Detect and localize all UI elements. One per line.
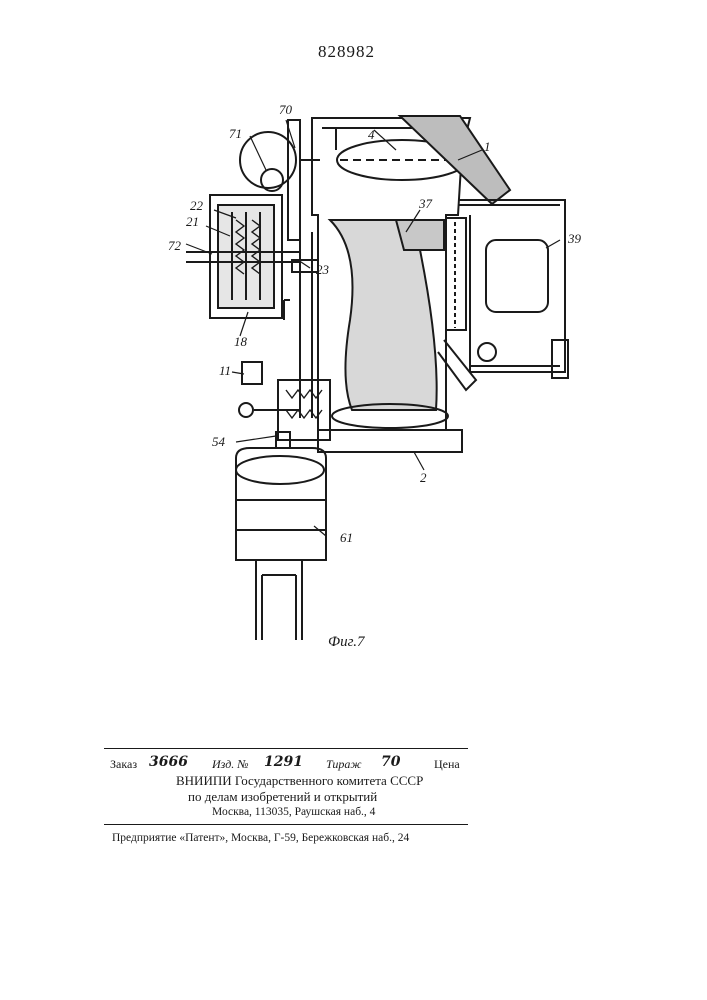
print-run-value: 70 [381, 754, 400, 770]
callout-61: 61 [340, 530, 353, 546]
print-run-label: Тираж [326, 757, 362, 772]
callout-22: 22 [190, 198, 203, 214]
callout-72: 72 [168, 238, 181, 254]
printer-line: Предприятие «Патент», Москва, Г-59, Бере… [112, 832, 409, 844]
callout-21: 21 [186, 214, 199, 230]
colophon-rule-bottom [104, 824, 468, 825]
callout-54: 54 [212, 434, 225, 450]
callout-23: 23 [316, 262, 329, 278]
callout-1: 1 [484, 139, 491, 155]
callout-2: 2 [420, 470, 427, 486]
figure-caption: Фиг.7 [328, 634, 364, 651]
callout-70: 70 [279, 102, 292, 118]
org-address: Москва, 113035, Раушская наб., 4 [212, 806, 375, 818]
callout-4: 4 [368, 127, 375, 143]
callout-37: 37 [419, 196, 432, 212]
org-line-1: ВНИИПИ Государственного комитета СССР [176, 773, 423, 789]
org-line-2: по делам изобретений и открытий [188, 789, 377, 805]
callout-11: 11 [219, 363, 231, 379]
callout-39: 39 [568, 231, 581, 247]
edition-value: 1291 [264, 754, 303, 770]
order-label: Заказ [110, 757, 137, 772]
colophon-rule-top [104, 748, 468, 749]
price-label: Цена [434, 757, 460, 772]
edition-label: Изд. № [212, 757, 249, 772]
order-value: 3666 [149, 754, 188, 770]
callout-18: 18 [234, 334, 247, 350]
callout-71: 71 [229, 126, 242, 142]
